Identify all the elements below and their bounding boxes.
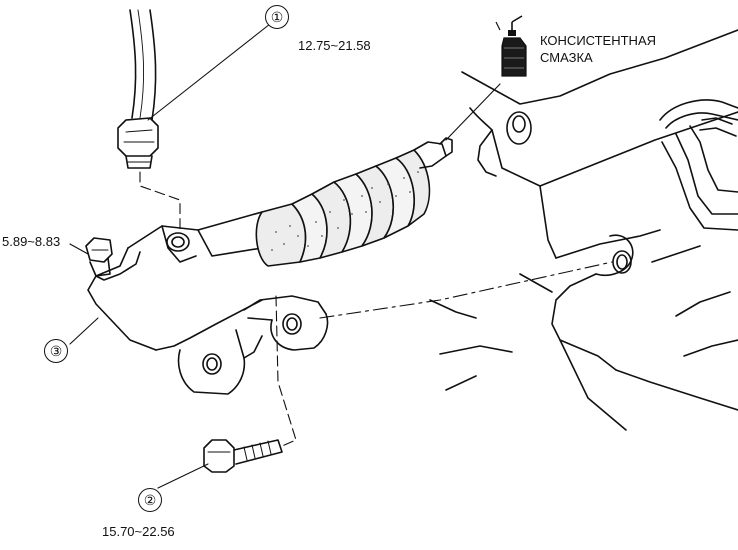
grease-label-line1: КОНСИСТЕНТНАЯ [540, 33, 657, 48]
hydraulic-line [117, 9, 159, 169]
grease-can-icon [495, 15, 527, 77]
leader-lines [69, 23, 613, 489]
mounting-bolt [203, 439, 283, 473]
grease-label-line2: СМАЗКА [540, 50, 593, 65]
torque-label-fitting: 12.75~21.58 [298, 38, 371, 53]
callout-1: ① [265, 5, 289, 29]
callout-3: ③ [44, 339, 68, 363]
torque-label-bolt: 15.70~22.56 [102, 524, 175, 539]
callout-2: ② [138, 488, 162, 512]
release-cylinder [85, 137, 453, 395]
torque-label-bleeder: 5.89~8.83 [2, 234, 61, 249]
transmission-housing [429, 29, 738, 431]
